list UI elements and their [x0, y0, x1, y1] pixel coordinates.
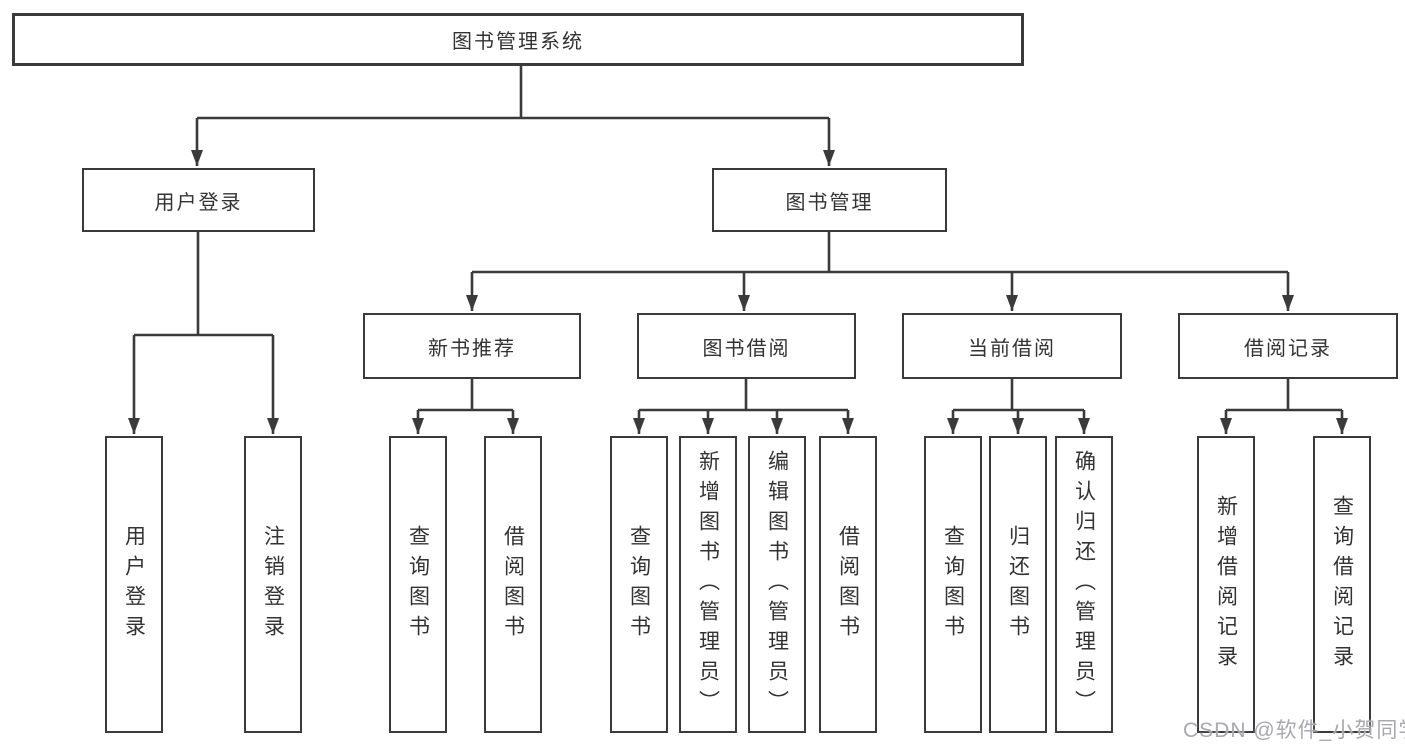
connector-book-borrow	[633, 379, 854, 434]
leaf-rec-borrow-book: 借阅图书	[484, 436, 542, 733]
leaf-rec-borrow-book-label: 借阅图书	[501, 524, 525, 645]
node-book-borrow-label: 图书借阅	[702, 337, 791, 360]
node-borrow-records: 借阅记录	[1178, 313, 1398, 379]
leaf-bb-query-book: 查询图书	[610, 436, 668, 733]
leaf-rec-query-book: 查询图书	[389, 436, 447, 733]
node-root-label: 图书管理系统	[452, 31, 584, 53]
node-book-mgmt: 图书管理	[712, 168, 947, 232]
node-borrow-records-label: 借阅记录	[1244, 337, 1332, 360]
leaf-bb-query-book-label: 查询图书	[627, 524, 651, 645]
connector-root	[191, 66, 835, 166]
leaf-rec-query-book-label: 查询图书	[406, 524, 430, 645]
leaf-login-user-label: 用户登录	[122, 524, 146, 645]
node-current-borrow: 当前借阅	[902, 313, 1122, 379]
node-book-mgmt-label: 图书管理	[785, 191, 874, 214]
leaf-cb-confirm-return-admin: 确认归还（管理员）	[1055, 436, 1113, 733]
node-root: 图书管理系统	[12, 13, 1024, 66]
connector-new-rec	[412, 379, 519, 434]
leaf-cb-return-book-label: 归还图书	[1006, 524, 1030, 645]
connector-book-mgmt	[466, 232, 1294, 311]
leaf-bb-borrow-book: 借阅图书	[819, 436, 877, 733]
leaf-bb-edit-book-admin-label: 编辑图书（管理员）	[765, 449, 789, 720]
leaf-login-user: 用户登录	[105, 436, 163, 733]
node-new-book-recommend-label: 新书推荐	[428, 337, 516, 360]
leaf-cb-return-book: 归还图书	[989, 436, 1047, 733]
leaf-login-logout-label: 注销登录	[261, 524, 285, 645]
leaf-bb-edit-book-admin: 编辑图书（管理员）	[748, 436, 806, 733]
leaf-cb-query-book: 查询图书	[924, 436, 982, 733]
leaf-br-query-record-label: 查询借阅记录	[1330, 494, 1354, 675]
connector-current-borrow	[947, 379, 1090, 434]
leaf-br-query-record: 查询借阅记录	[1313, 436, 1371, 733]
node-new-book-recommend: 新书推荐	[363, 313, 581, 379]
node-user-login-label: 用户登录	[154, 191, 243, 214]
leaf-br-add-record: 新增借阅记录	[1197, 436, 1255, 733]
leaf-cb-confirm-return-admin-label: 确认归还（管理员）	[1072, 449, 1096, 720]
node-user-login: 用户登录	[82, 168, 315, 232]
node-book-borrow: 图书借阅	[637, 313, 856, 379]
leaf-bb-borrow-book-label: 借阅图书	[836, 524, 860, 645]
connector-borrow-records	[1220, 379, 1348, 434]
leaf-cb-query-book-label: 查询图书	[941, 524, 965, 645]
node-current-borrow-label: 当前借阅	[968, 337, 1056, 360]
connector-user-login	[128, 232, 279, 434]
csdn-watermark: CSDN @软件_小贺同学	[1183, 719, 1405, 742]
leaf-br-add-record-label: 新增借阅记录	[1214, 494, 1238, 675]
leaf-bb-add-book-admin-label: 新增图书（管理员）	[696, 449, 720, 720]
leaf-login-logout: 注销登录	[244, 436, 302, 733]
leaf-bb-add-book-admin: 新增图书（管理员）	[679, 436, 737, 733]
